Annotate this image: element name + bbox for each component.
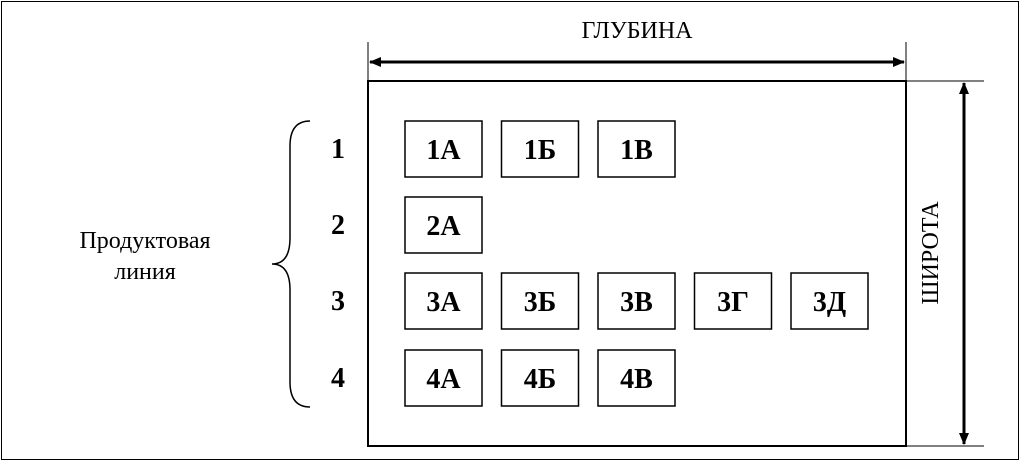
product-cell [500, 272, 580, 330]
row-label: 1 [331, 134, 345, 165]
product-cell-label: 1А [426, 135, 461, 166]
rows-layer: 1 1А 1Б 1В 2 2А 3 3А 3Б 3В 3Г 3Д 4 4А 4Б 4В [331, 120, 869, 407]
product-cell-label: 4Б [524, 364, 557, 395]
product-line-label-line2: линия [114, 259, 176, 285]
product-cell-label: 3В [620, 287, 653, 318]
row-label: 3 [331, 286, 345, 317]
product-cell [404, 120, 483, 178]
product-cell [500, 349, 580, 407]
product-cell-label: 1В [620, 135, 653, 166]
product-line-brace [271, 120, 311, 408]
product-cell-label: 4В [620, 364, 653, 395]
row-label: 2 [331, 210, 345, 241]
assortment-box [367, 80, 907, 447]
product-cell [790, 272, 869, 330]
product-line-label-line1: Продуктовая [79, 228, 210, 254]
product-cell-label: 2А [426, 211, 461, 242]
depth-label: ГЛУБИНА [581, 18, 693, 44]
product-cell-label: 3Б [524, 287, 557, 318]
product-cell [597, 349, 676, 407]
product-cell [597, 272, 676, 330]
row-label: 4 [331, 363, 345, 394]
product-cell-label: 3Г [717, 287, 749, 318]
product-cell-label: 3А [426, 287, 461, 318]
product-cell [404, 196, 483, 254]
product-cell-label: 4А [426, 364, 461, 395]
product-cell-label: 3Д [813, 287, 846, 318]
width-label: ШИРОТА [918, 201, 944, 305]
product-cell [500, 120, 580, 178]
product-cell-label: 1Б [524, 135, 557, 166]
product-cell [693, 272, 773, 330]
product-cell [597, 120, 676, 178]
product-cell [404, 272, 483, 330]
product-cell [404, 349, 483, 407]
